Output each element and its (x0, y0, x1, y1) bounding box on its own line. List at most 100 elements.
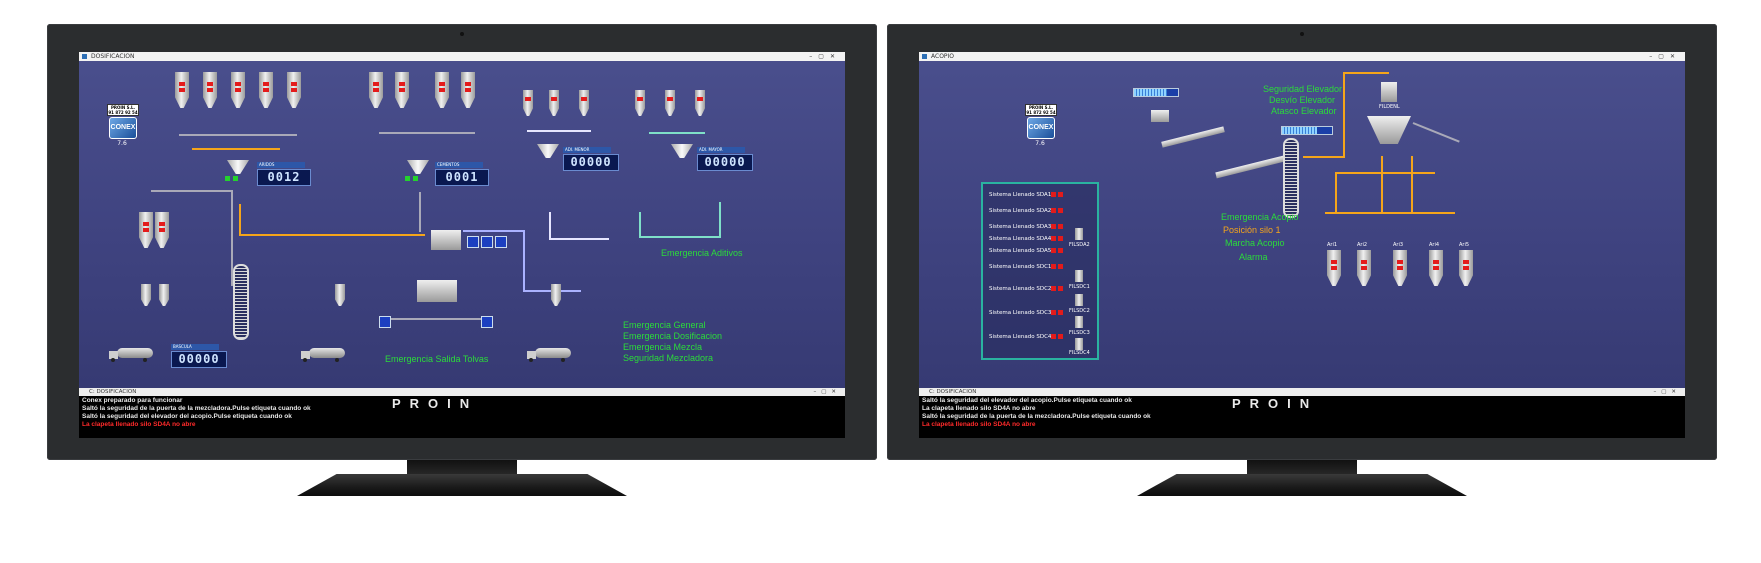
mixer-button-3[interactable] (495, 236, 507, 248)
window-controls[interactable]: –▢✕ (1649, 53, 1681, 60)
status-emergencia-dosificacion[interactable]: Emergencia Dosificacion (623, 331, 723, 341)
hopper-aridos (227, 160, 249, 174)
system-row[interactable]: Sistema Llenado SDC2 (989, 286, 1052, 292)
silo-aditivo-4[interactable] (635, 90, 645, 116)
distribuidor[interactable] (1367, 116, 1411, 144)
silo-cemento-4[interactable] (461, 72, 475, 108)
status-emergencia-aditivos[interactable]: Emergencia Aditivos (661, 248, 743, 258)
filtro-label: FILSDC4 (1069, 350, 1090, 356)
silo-cemento-3[interactable] (435, 72, 449, 108)
silo-arido-2[interactable] (203, 72, 217, 108)
status-marcha-acopio[interactable]: Marcha Acopio (1225, 238, 1285, 248)
system-row[interactable]: Sistema Llenado SDA3 (989, 224, 1052, 230)
truck-2[interactable] (301, 348, 345, 362)
filtro-sdc2[interactable] (1075, 294, 1083, 306)
logo-name: CONEX (109, 117, 137, 139)
cinta-1[interactable] (1161, 126, 1225, 148)
filtro-sdc3[interactable] (1075, 316, 1083, 328)
silo-label: Ari5 (1459, 242, 1470, 248)
silo-arido-3[interactable] (231, 72, 245, 108)
filtro-elevador[interactable] (1381, 82, 1397, 102)
console-controls[interactable]: –▢✕ (1653, 389, 1681, 395)
webcam (1300, 32, 1304, 36)
window-titlebar[interactable]: ACOPIO –▢✕ (919, 52, 1685, 61)
right-monitor-neck (1247, 460, 1357, 476)
silo-ari-1[interactable] (1327, 250, 1341, 286)
silo-aditivo-5[interactable] (665, 90, 675, 116)
console-error-line: La clapeta llenado silo SD4A no abre (922, 421, 1036, 428)
elevador-dosificacion[interactable] (233, 264, 249, 340)
brand-logo: PROIN (1232, 396, 1319, 411)
console-titlebar[interactable]: C: DOSIFICACION –▢✕ (919, 388, 1685, 396)
elevador-acopio[interactable] (1283, 138, 1299, 218)
silo-label: Ari3 (1393, 242, 1404, 248)
status-atasco-elevador[interactable]: Atasco Elevador (1271, 106, 1337, 116)
system-row[interactable]: Sistema Llenado SDA2 (989, 208, 1052, 214)
silo-aditivo-1[interactable] (523, 90, 533, 116)
filtro-sda2[interactable] (1075, 228, 1083, 240)
window-titlebar[interactable]: DOSIFICACION –▢✕ (79, 52, 845, 61)
system-row[interactable]: Sistema Llenado SDC1 (989, 264, 1052, 270)
system-row[interactable]: Sistema Llenado SDA1 (989, 192, 1052, 198)
silo-pt6[interactable] (551, 284, 561, 306)
console-title: C: DOSIFICACION (929, 389, 977, 395)
status-emergencia-acopio[interactable]: Emergencia Acopio (1221, 212, 1299, 222)
console-controls[interactable]: –▢✕ (813, 389, 841, 395)
console-line: Conex preparado para funcionar (82, 397, 183, 404)
hopper-cementos (407, 160, 429, 174)
progress-tolva (1133, 88, 1179, 97)
status-emergencia-tolvas[interactable]: Emergencia Salida Tolvas (385, 354, 489, 364)
tolva-button-1[interactable] (379, 316, 391, 328)
status-desvio-elevador[interactable]: Desvío Elevador (1269, 95, 1336, 105)
silo-cemento-2[interactable] (395, 72, 409, 108)
silo-pt3[interactable] (139, 212, 153, 248)
console-window: C: DOSIFICACION –▢✕ Saltó la seguridad d… (919, 388, 1685, 438)
silo-cemento-1[interactable] (369, 72, 383, 108)
system-row[interactable]: Sistema Llenado SDC4 (989, 334, 1052, 340)
console-line: La clapeta llenado silo SD4A no abre (922, 405, 1036, 412)
silo-arido-1[interactable] (175, 72, 189, 108)
tolva-recepcion[interactable] (1151, 110, 1169, 122)
silo-ari-4[interactable] (1429, 250, 1443, 286)
right-monitor: ACOPIO –▢✕ PROIN S.L. 91 872 92 54 CONEX… (887, 24, 1717, 460)
system-row[interactable]: Sistema Llenado SDA5 (989, 248, 1052, 254)
silo-aditivo-6[interactable] (695, 90, 705, 116)
mezcladora[interactable] (431, 230, 461, 250)
status-emergencia-general[interactable]: Emergencia General (623, 320, 706, 330)
status-seguridad-mezcladora[interactable]: Seguridad Mezcladora (623, 353, 714, 363)
filtro-sdc1[interactable] (1075, 270, 1083, 282)
truck-1[interactable] (109, 348, 153, 362)
tolva-button-2[interactable] (481, 316, 493, 328)
silo-pt1[interactable] (141, 284, 151, 306)
silo-pt2[interactable] (159, 284, 169, 306)
status-posicion-silo[interactable]: Posición silo 1 (1223, 225, 1281, 235)
silo-arido-4[interactable] (259, 72, 273, 108)
mixer-button-2[interactable] (481, 236, 493, 248)
silo-aditivo-3[interactable] (579, 90, 589, 116)
silo-ari-3[interactable] (1393, 250, 1407, 286)
silo-ari-5[interactable] (1459, 250, 1473, 286)
app-icon (82, 54, 87, 59)
left-monitor: DOSIFICACION –▢✕ PROIN S.L. 91 872 92 54… (47, 24, 877, 460)
window-controls[interactable]: –▢✕ (809, 53, 841, 60)
tolvas-salida[interactable] (417, 280, 457, 302)
cinta-2[interactable] (1215, 155, 1285, 179)
logo-name: CONEX (1027, 117, 1055, 139)
filtro-sdc4[interactable] (1075, 338, 1083, 350)
silo-aditivo-2[interactable] (549, 90, 559, 116)
silo-ari-2[interactable] (1357, 250, 1371, 286)
status-alarma[interactable]: Alarma (1239, 252, 1268, 262)
system-row[interactable]: Sistema Llenado SDC3 (989, 310, 1052, 316)
status-emergencia-mezcla[interactable]: Emergencia Mezcla (623, 342, 703, 352)
system-row[interactable]: Sistema Llenado SDA4 (989, 236, 1052, 242)
window-title: DOSIFICACION (91, 53, 135, 60)
console-line: Saltó la seguridad del elevador del acop… (82, 413, 292, 420)
console-line: Saltó la seguridad de la puerta de la me… (922, 413, 1151, 420)
truck-3[interactable] (527, 348, 571, 362)
status-seguridad-elevador[interactable]: Seguridad Elevador (1263, 84, 1343, 94)
silo-pt5[interactable] (335, 284, 345, 306)
console-titlebar[interactable]: C: DOSIFICACION –▢✕ (79, 388, 845, 396)
silo-arido-5[interactable] (287, 72, 301, 108)
mixer-button-1[interactable] (467, 236, 479, 248)
silo-pt4[interactable] (155, 212, 169, 248)
